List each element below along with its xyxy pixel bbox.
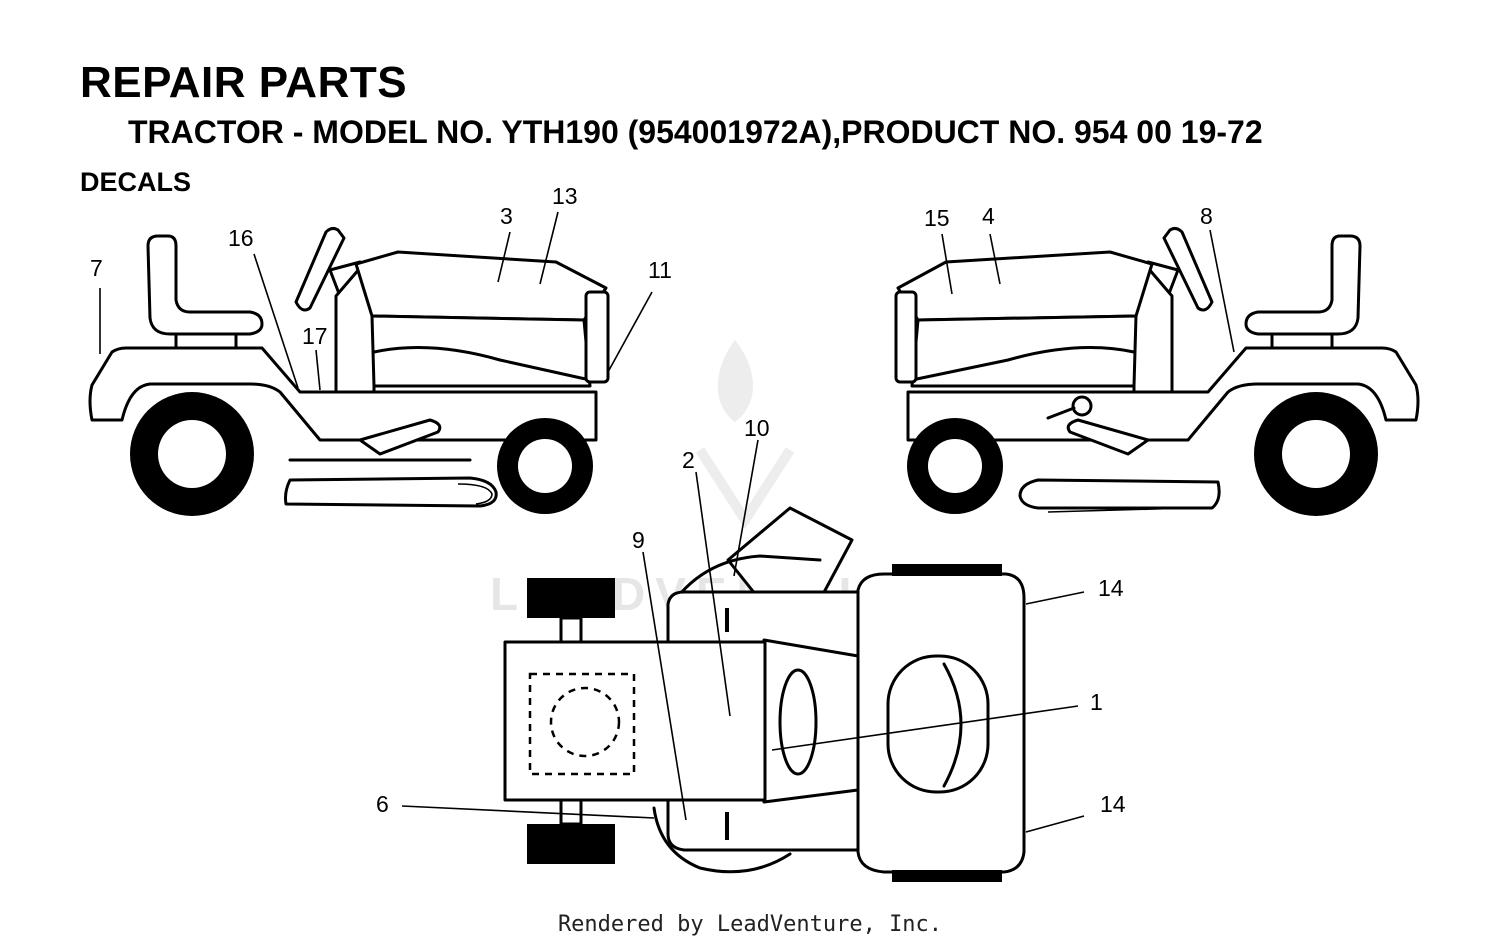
leader-4	[989, 233, 1001, 285]
deck-bottom-edge	[652, 806, 792, 874]
seat-outline-dashed	[528, 672, 636, 776]
callout-15: 15	[924, 205, 950, 231]
foot-pedal-right	[1066, 418, 1150, 456]
rear-wheel-hub	[158, 420, 226, 488]
seat-base	[174, 332, 238, 350]
hood-side-right	[910, 314, 1138, 388]
callout-14-top: 14	[1098, 575, 1124, 601]
leader-16	[253, 253, 299, 389]
fuel-cap-dashed	[549, 686, 621, 758]
rear-wheel-top-left	[527, 578, 615, 618]
deck-chute	[457, 483, 493, 505]
rear-fender-right	[906, 346, 1420, 442]
front-wheel-top-left	[892, 564, 1002, 576]
foot-pedal	[358, 418, 442, 456]
callout-1: 1	[1090, 689, 1103, 715]
rear-wheel-top-right	[527, 824, 615, 864]
callout-14-bottom: 14	[1100, 791, 1126, 817]
leader-2	[695, 471, 731, 717]
seat	[146, 234, 264, 336]
leader-14-bottom	[1025, 815, 1085, 833]
callout-4: 4	[982, 203, 995, 229]
front-wheel-hub-right	[928, 439, 982, 493]
model-subtitle: TRACTOR - MODEL NO. YTH190 (954001972A),…	[128, 114, 1263, 150]
footer-credit: Rendered by LeadVenture, Inc.	[557, 912, 943, 937]
leader-17	[315, 349, 321, 391]
lift-lever-knob	[1071, 395, 1093, 417]
callout-17: 17	[302, 323, 328, 349]
hood-top	[354, 250, 608, 322]
seat-right	[1244, 234, 1362, 336]
section-heading-decals: DECALS	[80, 167, 192, 197]
callout-13: 13	[552, 183, 578, 209]
leader-3	[497, 231, 511, 283]
rear-axle-top	[559, 616, 583, 644]
rear-axle-bottom	[559, 798, 583, 826]
hood-top-right	[896, 250, 1154, 322]
leader-lines	[99, 211, 1235, 833]
steering-wheel-top	[778, 668, 818, 776]
lift-lever	[1046, 406, 1076, 420]
seat-base-right	[1270, 332, 1334, 350]
leader-9	[642, 551, 687, 821]
leader-11	[607, 291, 653, 373]
mower-deck	[284, 476, 498, 508]
callout-10: 10	[744, 415, 770, 441]
front-grille	[584, 290, 610, 384]
leader-8	[1209, 229, 1235, 353]
deck-skirt-right	[1047, 507, 1189, 513]
hood-crease	[372, 346, 592, 382]
mower-deck-right	[1018, 478, 1221, 510]
leader-6	[401, 805, 655, 819]
steering-wheel	[294, 226, 346, 312]
page-title: REPAIR PARTS	[80, 58, 408, 107]
logo-v-icon	[695, 447, 795, 530]
leader-13	[539, 211, 559, 285]
leader-14-top	[1025, 591, 1085, 605]
tractor-left-side-view	[88, 226, 610, 516]
callout-7: 7	[90, 255, 103, 281]
tractor-right-side-view	[894, 226, 1420, 516]
front-wheel-hub	[518, 439, 572, 493]
rear-wheel-hub-right	[1282, 420, 1350, 488]
leader-10	[733, 439, 759, 577]
hood-crease-right	[910, 346, 1136, 382]
leader-15	[941, 233, 953, 295]
front-wheel-top-right	[892, 870, 1002, 882]
callout-3: 3	[500, 203, 513, 229]
callout-labels: 7 16 17 3 13 11 15 4 8 10 2 9 14 1 14 6	[90, 183, 1213, 817]
leader-1	[771, 705, 1079, 751]
rear-fender	[88, 346, 598, 442]
callout-11: 11	[648, 257, 672, 283]
tractor-top-view	[503, 506, 1026, 882]
callout-8: 8	[1200, 203, 1213, 229]
steering-wheel-right	[1162, 226, 1214, 312]
callout-2: 2	[682, 447, 695, 473]
flame-icon	[717, 340, 754, 422]
hood-emblem-inner	[942, 662, 963, 788]
rear-body-top	[503, 640, 767, 802]
callout-16: 16	[228, 225, 254, 251]
callout-6: 6	[376, 791, 389, 817]
front-grille-right	[894, 290, 918, 384]
callout-9: 9	[632, 527, 645, 553]
hood-emblem-oval	[886, 654, 990, 794]
hood-side	[370, 314, 592, 388]
